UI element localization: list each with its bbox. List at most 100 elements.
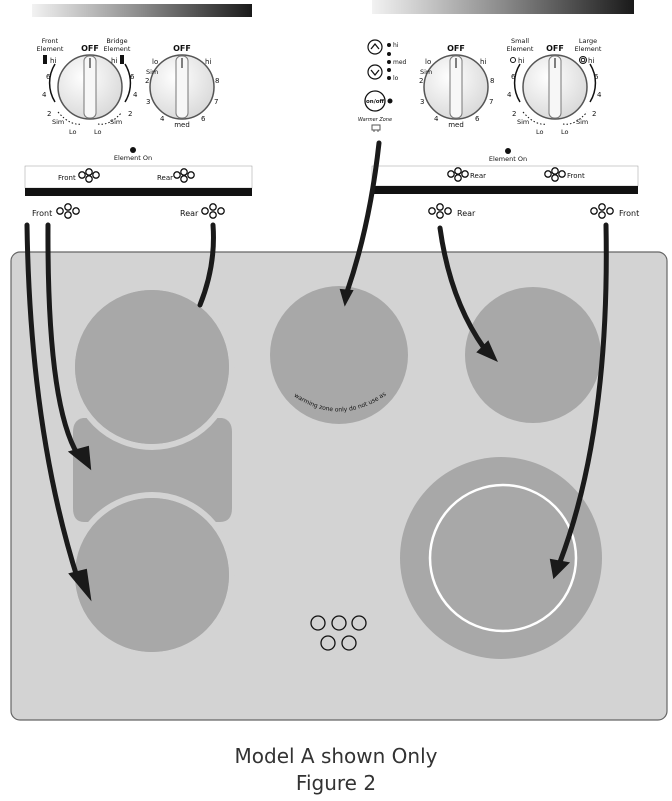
knob4-left-num-6: 6 xyxy=(511,73,516,81)
left-front-coil-icon xyxy=(56,203,80,219)
warmer-indicator-light xyxy=(387,98,393,104)
arrow-rear-to-left-rear-icon xyxy=(197,222,216,308)
warmer-onoff-label: on/off xyxy=(366,99,384,105)
knob3-med: med xyxy=(448,121,464,129)
warmer-level-dot-4 xyxy=(387,68,391,72)
knob4-lo-right: Lo xyxy=(561,128,569,136)
knob2-num-2: 2 xyxy=(145,77,149,85)
knob2-hi: hi xyxy=(205,58,211,66)
caption-line-2: Figure 2 xyxy=(295,771,377,795)
warmer-up-button[interactable] xyxy=(367,39,383,55)
knob4-sim-right: Sim xyxy=(576,118,588,126)
front-bridge-knob[interactable] xyxy=(48,54,132,125)
knob3-num-7: 7 xyxy=(489,98,493,106)
warmer-zone-element xyxy=(270,286,408,424)
knob1-sim-left: Sim xyxy=(52,118,64,126)
small-large-element-knob[interactable] xyxy=(513,54,597,125)
right-strip-rear: Rear xyxy=(470,172,486,180)
left-control-panel: OFF Front Element hi Bridge Element hi 6… xyxy=(24,4,253,219)
left-element-on-light xyxy=(130,147,136,153)
knob1-right-num-6: 6 xyxy=(130,73,135,81)
knob2-lo: lo xyxy=(152,58,158,66)
knob3-off-label: OFF xyxy=(447,44,465,53)
right-front-element-inner-ring xyxy=(428,483,578,633)
left-panel-bottom-bar xyxy=(25,188,252,196)
knob2-num-7: 7 xyxy=(214,98,218,106)
left-rear-coil-icon xyxy=(201,203,225,219)
knob3-lo: lo xyxy=(425,58,431,66)
knob1-right-num-2: 2 xyxy=(128,110,132,118)
knob1-lo-right: Lo xyxy=(94,128,102,136)
arrow-bridge-to-bridge-zone-icon xyxy=(45,222,81,458)
arrow-front-to-left-front-icon xyxy=(24,222,81,583)
warmer-level-med: med xyxy=(393,59,407,66)
knob1-off-label: OFF xyxy=(81,44,99,53)
warmer-zone-icon xyxy=(371,124,381,132)
bridge-element-zone xyxy=(73,418,232,522)
knob1-lo-left: Lo xyxy=(69,128,77,136)
warmer-zone-label: Warmer Zone xyxy=(358,117,392,123)
knob1-right-caption-2: Element xyxy=(104,45,131,53)
arrow-right-rear-icon xyxy=(437,225,487,351)
warmer-onoff-button[interactable] xyxy=(364,90,386,112)
knob2-num-8: 8 xyxy=(215,77,219,85)
knob1-right-hi: hi xyxy=(111,57,117,65)
right-panel-header-bar xyxy=(372,0,634,14)
right-rear-label: Rear xyxy=(457,209,476,218)
knob2-off-label: OFF xyxy=(173,44,191,53)
knob4-off-label: OFF xyxy=(546,44,564,53)
knob4-left-hi: hi xyxy=(518,57,524,65)
warmer-level-dot-hi xyxy=(387,43,391,47)
arrow-warmer-to-zone-icon xyxy=(344,140,382,295)
knob2-num-6: 6 xyxy=(201,115,206,123)
right-front-coil-icon xyxy=(590,203,614,219)
right-element-on-light xyxy=(505,148,511,154)
right-front-label: Front xyxy=(619,209,639,218)
knob1-left-num-6: 6 xyxy=(46,73,51,81)
knob1-right-caption-1: Bridge xyxy=(106,37,127,45)
knob2-sim: Sim xyxy=(146,68,158,76)
warmer-level-dot-2 xyxy=(387,52,391,56)
right-label-strip xyxy=(371,165,639,187)
knob3-sim: Sim xyxy=(420,68,432,76)
bridge-element-indicator-icon xyxy=(120,55,124,64)
knob2-num-3: 3 xyxy=(146,98,150,106)
knob1-left-num-4: 4 xyxy=(42,91,47,99)
small-element-indicator-icon xyxy=(510,57,516,63)
knob4-right-num-4: 4 xyxy=(597,91,602,99)
right-panel-bottom-bar xyxy=(372,186,638,194)
warmer-down-button[interactable] xyxy=(367,64,383,80)
knob1-left-caption-2: Element xyxy=(37,45,64,53)
knob4-left-num-4: 4 xyxy=(507,91,512,99)
front-element-indicator-icon xyxy=(43,55,47,64)
knob3-num-6: 6 xyxy=(475,115,480,123)
knob3-num-2: 2 xyxy=(419,77,423,85)
knob1-left-hi: hi xyxy=(50,57,56,65)
knob4-left-num-2: 2 xyxy=(512,110,516,118)
hot-surface-coil-icon xyxy=(310,615,367,651)
warmer-side-element-knob[interactable] xyxy=(423,54,489,120)
knob1-left-num-2: 2 xyxy=(47,110,51,118)
knob4-left-caption-1: Small xyxy=(511,37,529,45)
knob4-right-caption-1: Large xyxy=(579,37,597,45)
rear-element-knob[interactable] xyxy=(149,54,215,120)
knob1-sim-right: Sim xyxy=(110,118,122,126)
right-rear-coil-icon xyxy=(428,203,452,219)
arrow-right-front-icon xyxy=(557,222,609,565)
left-rear-label: Rear xyxy=(180,209,199,218)
large-element-indicator-icon xyxy=(579,56,587,64)
knob2-num-4: 4 xyxy=(160,115,165,123)
warmer-level-lo: lo xyxy=(393,75,399,82)
knob1-left-caption-1: Front xyxy=(42,37,59,45)
knob3-num-8: 8 xyxy=(490,77,494,85)
knob4-right-caption-2: Element xyxy=(575,45,602,53)
knob3-hi: hi xyxy=(480,58,486,66)
knob4-right-num-2: 2 xyxy=(592,110,596,118)
caption-line-1: Model A shown Only xyxy=(234,744,438,768)
knob1-right-num-4: 4 xyxy=(133,91,138,99)
left-strip-rear: Rear xyxy=(157,174,173,182)
left-panel-header-bar xyxy=(32,4,252,17)
knob3-num-4: 4 xyxy=(434,115,439,123)
warmer-level-dot-med xyxy=(387,60,391,64)
